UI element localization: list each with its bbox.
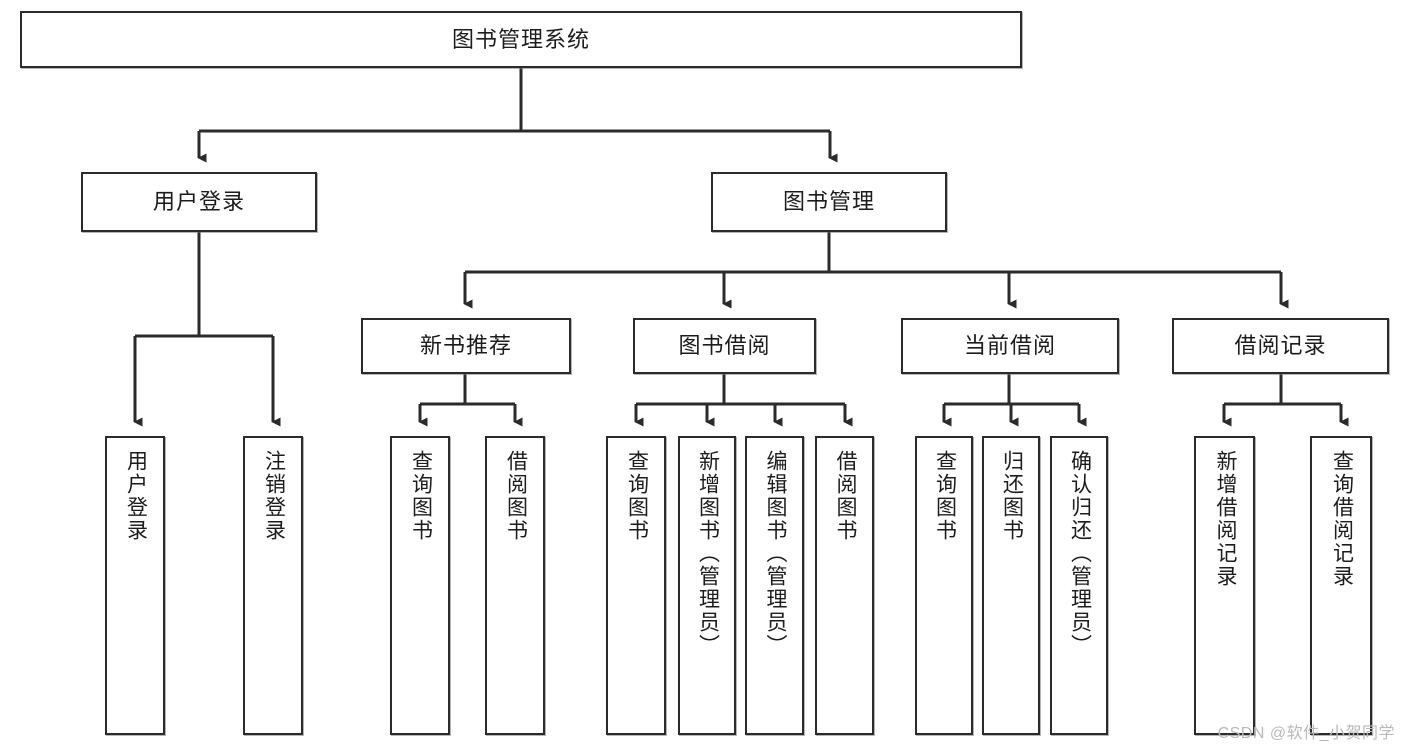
node-leaf-query-book-current-label: 查询图书: [933, 450, 957, 542]
node-current-borrow[interactable]: 当前借阅: [901, 318, 1119, 374]
node-leaf-query-book-current[interactable]: 查询图书: [915, 436, 973, 735]
node-new-book-recommend[interactable]: 新书推荐: [361, 318, 571, 374]
node-leaf-query-book-borrow[interactable]: 查询图书: [606, 436, 666, 735]
node-leaf-borrow-book-rec[interactable]: 借阅图书: [485, 436, 545, 735]
node-leaf-query-borrow-record-label: 查询借阅记录: [1330, 450, 1354, 588]
node-leaf-edit-book-admin[interactable]: 编辑图书（管理员）: [745, 436, 804, 735]
node-leaf-add-book-admin-label: 新增图书（管理员）: [696, 450, 720, 657]
csdn-watermark: CSDN @软件_小贺同学: [1217, 725, 1395, 742]
node-leaf-borrow-book-label: 借阅图书: [833, 450, 857, 542]
node-leaf-add-borrow-record[interactable]: 新增借阅记录: [1194, 436, 1255, 735]
node-book-borrow-label: 图书借阅: [678, 333, 771, 359]
node-leaf-borrow-book[interactable]: 借阅图书: [815, 436, 874, 735]
node-user-login[interactable]: 用户登录: [81, 172, 317, 232]
node-leaf-borrow-book-rec-label: 借阅图书: [504, 450, 528, 542]
node-leaf-return-book[interactable]: 归还图书: [982, 436, 1040, 735]
node-leaf-return-book-label: 归还图书: [1000, 450, 1024, 542]
node-leaf-add-borrow-record-label: 新增借阅记录: [1213, 450, 1237, 588]
node-leaf-logout-login[interactable]: 注销登录: [243, 436, 303, 735]
node-leaf-logout-login-label: 注销登录: [262, 450, 286, 542]
node-leaf-confirm-return-admin[interactable]: 确认归还（管理员）: [1050, 436, 1108, 735]
node-leaf-query-book-rec[interactable]: 查询图书: [390, 436, 450, 735]
node-borrow-record[interactable]: 借阅记录: [1172, 318, 1389, 374]
node-leaf-query-book-rec-label: 查询图书: [409, 450, 433, 542]
node-borrow-record-label: 借阅记录: [1234, 333, 1327, 359]
node-leaf-query-book-borrow-label: 查询图书: [625, 450, 649, 542]
node-leaf-user-login-label: 用户登录: [124, 450, 148, 542]
node-book-borrow[interactable]: 图书借阅: [633, 318, 816, 374]
node-leaf-add-book-admin[interactable]: 新增图书（管理员）: [678, 436, 736, 735]
node-root-label: 图书管理系统: [451, 26, 590, 52]
node-current-borrow-label: 当前借阅: [963, 333, 1056, 359]
node-leaf-query-borrow-record[interactable]: 查询借阅记录: [1310, 436, 1372, 735]
node-user-login-label: 用户登录: [152, 189, 245, 215]
node-root[interactable]: 图书管理系统: [20, 11, 1022, 68]
node-book-management[interactable]: 图书管理: [711, 172, 947, 232]
node-leaf-user-login[interactable]: 用户登录: [105, 436, 165, 735]
node-new-book-recommend-label: 新书推荐: [419, 333, 512, 359]
node-book-management-label: 图书管理: [782, 189, 875, 215]
node-leaf-edit-book-admin-label: 编辑图书（管理员）: [763, 450, 787, 657]
node-leaf-confirm-return-admin-label: 确认归还（管理员）: [1068, 450, 1092, 657]
